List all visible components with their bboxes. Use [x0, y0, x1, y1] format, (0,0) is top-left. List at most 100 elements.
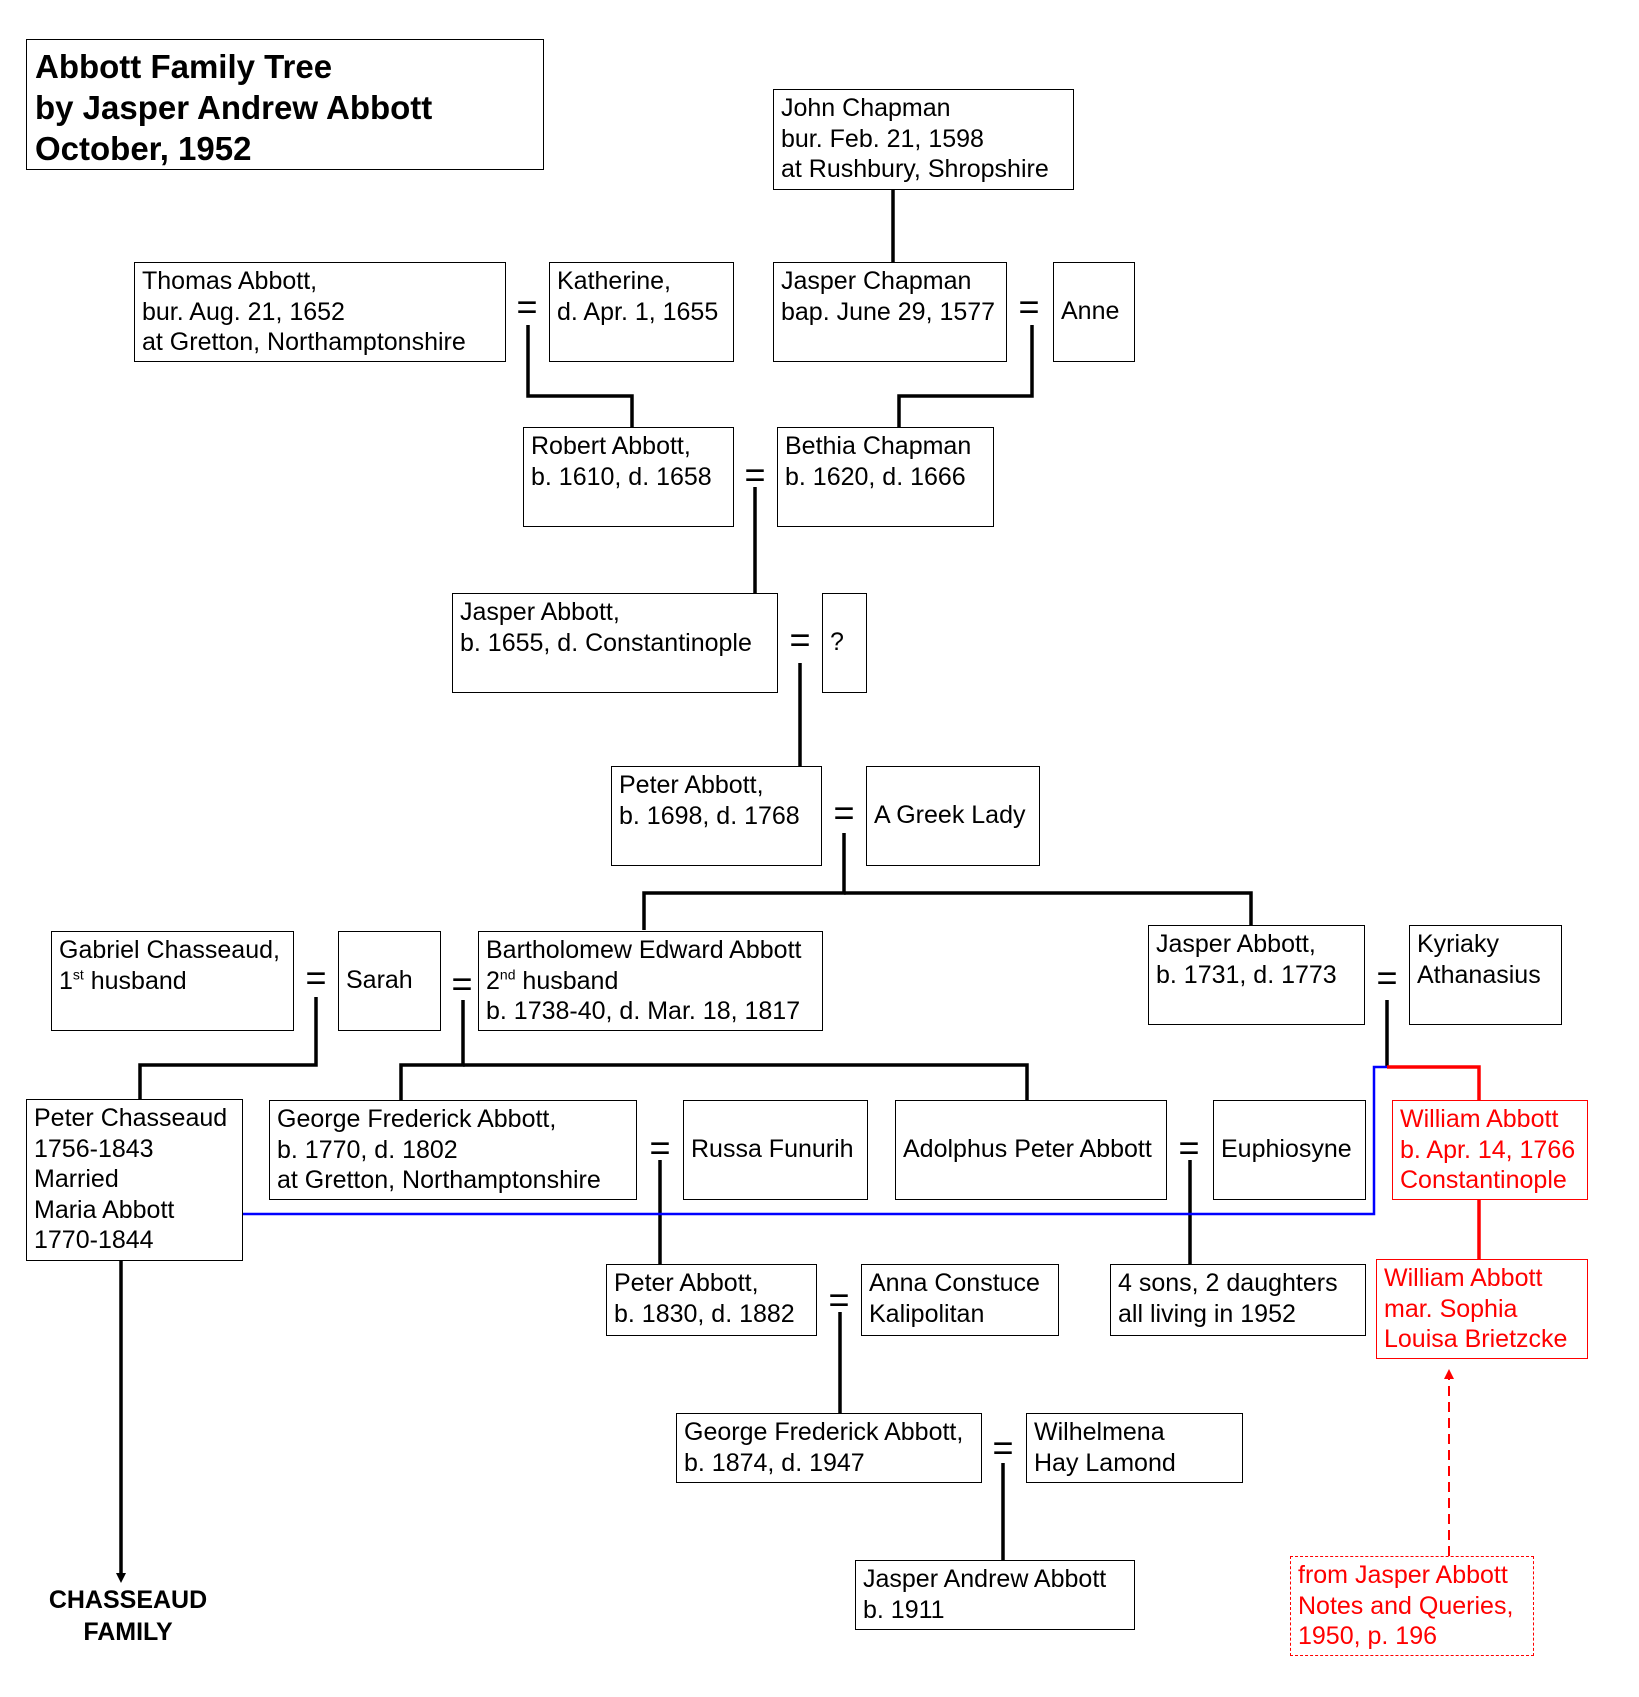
person-line: b. 1698, d. 1768: [619, 801, 800, 830]
person-line: Russa Funurih: [691, 1135, 854, 1163]
person-line: b. 1874, d. 1947: [684, 1448, 865, 1477]
person-adolphus-peter-abbott: Adolphus Peter Abbott: [895, 1100, 1167, 1200]
person-kyriaky-athanasius: Kyriaky Athanasius: [1409, 925, 1562, 1025]
person-line: Jasper Abbott,: [1156, 930, 1316, 958]
person-george-frederick-1874: George Frederick Abbott, b. 1874, d. 194…: [676, 1413, 982, 1483]
marriage-symbol: =: [649, 1127, 671, 1168]
person-george-frederick-1770: George Frederick Abbott, b. 1770, d. 180…: [269, 1100, 637, 1200]
person-line: at Gretton, Northamptonshire: [142, 328, 466, 356]
person-line: John Chapman: [781, 94, 951, 122]
person-line: George Frederick Abbott,: [277, 1105, 557, 1133]
marriage-symbol: =: [451, 963, 473, 1004]
person-anne: Anne: [1053, 262, 1135, 362]
person-line: Louisa Brietzcke: [1384, 1325, 1568, 1353]
person-bethia-chapman: Bethia Chapman b. 1620, d. 1666: [777, 427, 994, 527]
person-peter-abbott-1830: Peter Abbott, b. 1830, d. 1882: [606, 1264, 817, 1336]
marriage-symbol: =: [1178, 1127, 1200, 1168]
marriage-symbol: =: [789, 619, 811, 660]
person-line: Wilhelmena: [1034, 1418, 1165, 1446]
person-line: b. 1655, d. Constantinople: [460, 628, 752, 657]
person-peter-abbott-1698: Peter Abbott, b. 1698, d. 1768: [611, 766, 822, 866]
marriage-symbol: =: [992, 1427, 1014, 1468]
person-line: William Abbott: [1400, 1105, 1559, 1133]
person-line: 1st husband: [59, 966, 286, 997]
chasseaud-family-label: CHASSEAUD FAMILY: [18, 1584, 238, 1648]
person-russa-funurih: Russa Funurih: [683, 1100, 868, 1200]
tree-title-box: Abbott Family Tree by Jasper Andrew Abbo…: [26, 39, 544, 170]
person-line: Jasper Abbott,: [460, 598, 620, 626]
person-line: A Greek Lady: [874, 801, 1026, 829]
person-line: Katherine,: [557, 267, 671, 295]
person-line: Hay Lamond: [1034, 1448, 1176, 1477]
marriage-symbol: =: [305, 957, 327, 998]
person-line: Kalipolitan: [869, 1299, 985, 1328]
person-line: mar. Sophia: [1384, 1294, 1518, 1323]
person-anna-kalipolitan: Anna Constuce Kalipolitan: [861, 1264, 1059, 1336]
person-line: ?: [830, 628, 844, 656]
person-line: all living in 1952: [1118, 1299, 1296, 1328]
person-line: Athanasius: [1417, 960, 1541, 989]
marriage-symbol: =: [1376, 957, 1398, 998]
person-line: Peter Abbott,: [619, 771, 764, 799]
person-peter-chasseaud: Peter Chasseaud 1756-1843 Married Maria …: [26, 1099, 243, 1261]
line-peter-to-jasper-1731: [844, 891, 1253, 925]
person-line: at Gretton, Northamptonshire: [277, 1166, 601, 1194]
person-wilhelmena-hay-lamond: Wilhelmena Hay Lamond: [1026, 1413, 1243, 1483]
person-line: bur. Feb. 21, 1598: [781, 124, 984, 153]
person-john-chapman: John Chapman bur. Feb. 21, 1598 at Rushb…: [773, 89, 1074, 190]
person-line: Gabriel Chasseaud,: [59, 936, 280, 964]
source-line: from Jasper Abbott: [1298, 1561, 1508, 1589]
person-line: 4 sons, 2 daughters: [1118, 1269, 1338, 1297]
person-william-abbott-married: William Abbott mar. Sophia Louisa Brietz…: [1376, 1259, 1588, 1359]
marriage-symbol: =: [1018, 286, 1040, 327]
person-sarah: Sarah: [338, 931, 441, 1031]
person-william-abbott-1766: William Abbott b. Apr. 14, 1766 Constant…: [1392, 1100, 1588, 1200]
marriage-symbol: =: [516, 286, 538, 327]
person-jasper-chapman: Jasper Chapman bap. June 29, 1577: [773, 262, 1007, 362]
title-line-1: Abbott Family Tree: [35, 48, 333, 85]
marriage-symbol: =: [828, 1279, 850, 1320]
person-robert-abbott: Robert Abbott, b. 1610, d. 1658: [523, 427, 734, 527]
family-label-line: CHASSEAUD: [48, 1586, 208, 1614]
person-line: 2nd husband: [486, 966, 815, 997]
line-thomas-to-robert: [526, 325, 634, 427]
marriage-symbol: =: [744, 454, 766, 495]
person-line: Anna Constuce: [869, 1269, 1040, 1297]
person-line: Euphiosyne: [1221, 1135, 1352, 1163]
source-line: Notes and Queries,: [1298, 1591, 1514, 1620]
person-line: b. 1770, d. 1802: [277, 1135, 458, 1164]
line-sarah-chasseaud-to-peter: [138, 997, 318, 1100]
person-line: b. 1610, d. 1658: [531, 462, 712, 491]
person-line: George Frederick Abbott,: [684, 1418, 964, 1446]
person-line: Robert Abbott,: [531, 432, 691, 460]
person-line: at Rushbury, Shropshire: [781, 155, 1049, 183]
ordinal-suffix: st: [72, 966, 84, 983]
ordinal-number: 2: [486, 966, 500, 995]
line-bartholomew-to-adolphus: [463, 1063, 1029, 1100]
person-line: 1770-1844: [34, 1226, 154, 1254]
person-line: Peter Chasseaud: [34, 1104, 228, 1132]
person-jasper-abbott-1655: Jasper Abbott, b. 1655, d. Constantinopl…: [452, 593, 778, 693]
person-line: Kyriaky: [1417, 930, 1499, 958]
person-line: b. 1830, d. 1882: [614, 1299, 795, 1328]
person-line: Peter Abbott,: [614, 1269, 759, 1297]
person-katherine: Katherine, d. Apr. 1, 1655: [549, 262, 734, 362]
person-line: b. 1731, d. 1773: [1156, 960, 1337, 989]
person-line: Anne: [1061, 297, 1120, 325]
person-line: b. Apr. 14, 1766: [1400, 1135, 1576, 1164]
person-thomas-abbott: Thomas Abbott, bur. Aug. 21, 1652 at Gre…: [134, 262, 506, 362]
person-line: Bartholomew Edward Abbott: [486, 936, 802, 964]
source-line: 1950, p. 196: [1298, 1622, 1438, 1650]
person-line: Bethia Chapman: [785, 432, 972, 460]
ordinal-number: 1: [59, 966, 73, 995]
person-unknown-wife: ?: [822, 593, 867, 693]
person-line: d. Apr. 1, 1655: [557, 297, 719, 326]
person-greek-lady: A Greek Lady: [866, 766, 1040, 866]
person-line: Maria Abbott: [34, 1195, 175, 1224]
person-line: bap. June 29, 1577: [781, 297, 996, 326]
marriage-symbol: =: [833, 792, 855, 833]
line-bartholomew-to-children: [399, 1000, 465, 1100]
person-bartholomew-abbott: Bartholomew Edward Abbott 2nd husband b.…: [478, 931, 823, 1031]
